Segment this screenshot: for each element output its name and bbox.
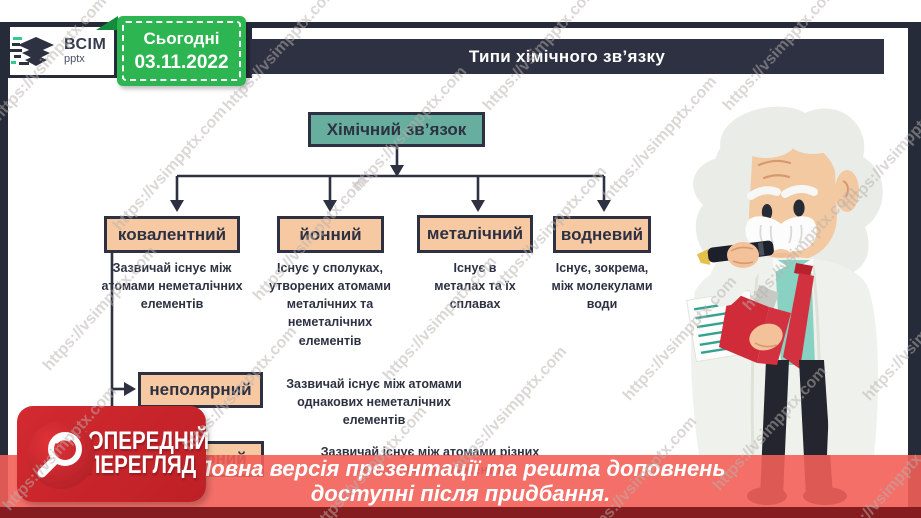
preview-circle xyxy=(27,421,95,489)
subtype-description-nonpolar: Зазвичай існує між атомами однакових нем… xyxy=(286,377,462,428)
slide-title: Типи хімічного зв’язку xyxy=(468,46,666,66)
slide-title-bar: Типи хімічного зв’язку xyxy=(250,39,884,74)
purchase-banner-line1: Повна версія презентації та решта доповн… xyxy=(195,456,726,481)
slide-frame-top xyxy=(0,22,918,28)
type-node-label: металічний xyxy=(426,224,524,243)
preview-badge-line2: ПЕРЕГЛЯД xyxy=(85,451,197,479)
type-description-metallic: Існує в металах та їх сплавах xyxy=(434,261,516,312)
type-node-label: йонний xyxy=(299,224,362,244)
graduation-cap-icon xyxy=(10,37,54,66)
vsim-logo: ВСІМ pptx xyxy=(10,27,114,75)
type-description-covalent: Зазвичай існує між атомами неметалічних … xyxy=(101,261,243,312)
type-node-covalent: ковалентний xyxy=(104,216,240,253)
date-badge-fold xyxy=(96,16,118,30)
root-node: Хімічний зв’язок xyxy=(308,112,485,147)
type-node-ionic: йонний xyxy=(277,216,384,253)
logo-sub: pptx xyxy=(64,53,85,65)
preview-badge: ПОПЕРЕДНІЙ ПЕРЕГЛЯД xyxy=(17,406,210,502)
bottom-strip xyxy=(0,507,921,518)
slide-frame-right xyxy=(908,22,921,508)
scientist-illustration xyxy=(686,106,883,505)
subtype-node-nonpolar: неполярний xyxy=(138,372,263,408)
type-description-hydrogen: Існує, зокрема, між молекулами води xyxy=(551,261,653,312)
date-badge-date: 03.11.2022 xyxy=(134,51,229,73)
type-node-label: водневий xyxy=(560,224,644,244)
root-node-label: Хімічний зв’язок xyxy=(326,119,467,139)
type-node-label: ковалентний xyxy=(117,224,227,244)
slide-frame-left xyxy=(0,22,8,508)
purchase-banner-line2: доступні після придбання. xyxy=(310,481,611,506)
subtype-node-label: неполярний xyxy=(149,380,252,399)
type-node-metallic: металічний xyxy=(417,215,533,253)
magnifier-icon xyxy=(37,432,82,478)
logo-brand: ВСІМ xyxy=(64,36,107,53)
type-node-hydrogen: водневий xyxy=(553,216,651,253)
date-badge: Сьогодні 03.11.2022 xyxy=(117,16,246,86)
date-badge-label: Сьогодні xyxy=(143,28,220,48)
preview-badge-line1: ПОПЕРЕДНІЙ xyxy=(72,427,210,456)
type-description-ionic: Існує у сполуках, утворених атомами мета… xyxy=(269,261,391,348)
